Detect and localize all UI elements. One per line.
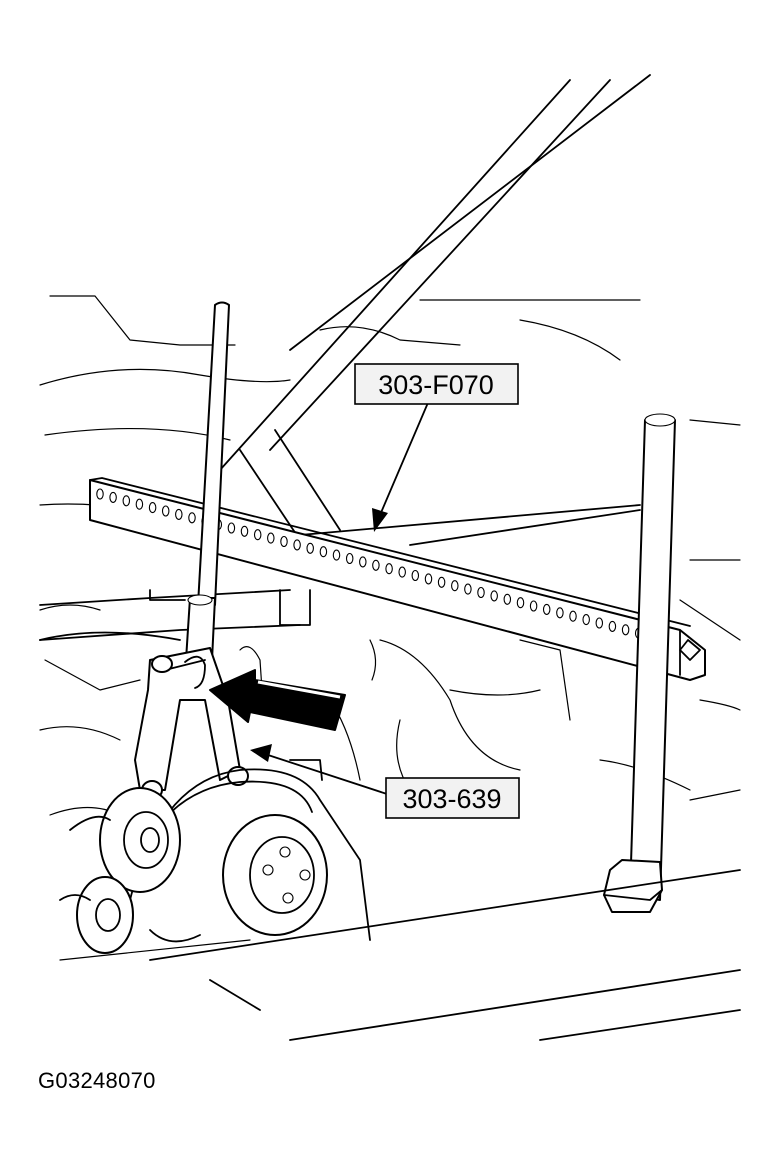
bar-hole xyxy=(529,600,538,612)
bar-hole xyxy=(464,583,472,595)
callout-label-303-639: 303-639 xyxy=(402,784,501,814)
bar-hole xyxy=(96,488,104,500)
callout-label-303-F070: 303-F070 xyxy=(378,370,494,400)
bar-hole xyxy=(556,607,564,619)
bar-hole xyxy=(253,529,262,541)
bar-holes xyxy=(96,488,669,646)
bar-hole xyxy=(385,563,393,575)
bar-hole xyxy=(109,491,117,503)
spindle-rod xyxy=(185,301,230,661)
bar-hole xyxy=(135,498,144,510)
bar-hole xyxy=(503,593,512,605)
pulley-assembly xyxy=(59,759,371,954)
bar-hole xyxy=(293,539,301,551)
bar-hole xyxy=(608,620,617,632)
bar-hole xyxy=(280,535,288,548)
bar-hole xyxy=(490,590,498,602)
tool-bar-303-F070 xyxy=(89,477,706,681)
bar-hole xyxy=(437,576,446,588)
right-post xyxy=(603,413,676,913)
support-rail xyxy=(39,504,641,641)
large-arrow-icon xyxy=(209,669,346,731)
bar-hole xyxy=(148,502,157,514)
bar-hole xyxy=(411,569,420,582)
figure-id: G03248070 xyxy=(38,1068,156,1093)
bar-hole xyxy=(161,505,170,517)
bar-hole xyxy=(372,559,380,571)
bar-hole xyxy=(516,597,525,609)
bar-hole xyxy=(175,508,183,520)
bar-hole xyxy=(240,525,249,537)
bar-hole xyxy=(332,549,341,561)
bar-hole xyxy=(345,552,354,565)
callout-303-F070: 303-F070 xyxy=(354,363,519,405)
bar-hole xyxy=(582,614,590,626)
bar-hole xyxy=(424,573,433,585)
bar-hole xyxy=(306,542,314,554)
bar-hole xyxy=(227,522,236,534)
bar-hole xyxy=(398,566,406,578)
bar-hole xyxy=(359,556,367,568)
bar-hole xyxy=(122,495,131,507)
bar-hole xyxy=(267,532,275,544)
bar-hole xyxy=(451,580,459,592)
lower-frame xyxy=(149,869,741,1041)
bar-hole xyxy=(569,610,577,622)
bar-hole xyxy=(621,624,630,636)
puller-yoke-303-639 xyxy=(134,647,249,800)
callout-303-639: 303-639 xyxy=(385,777,520,819)
bar-hole xyxy=(188,512,196,524)
leader-arrow-icon xyxy=(372,397,431,532)
leader-arrow-303-639 xyxy=(250,744,391,796)
bar-hole xyxy=(595,617,604,629)
bar-hole xyxy=(319,546,328,558)
diagonal-struts xyxy=(219,74,651,541)
bar-hole xyxy=(477,586,485,599)
bar-hole xyxy=(542,603,551,615)
